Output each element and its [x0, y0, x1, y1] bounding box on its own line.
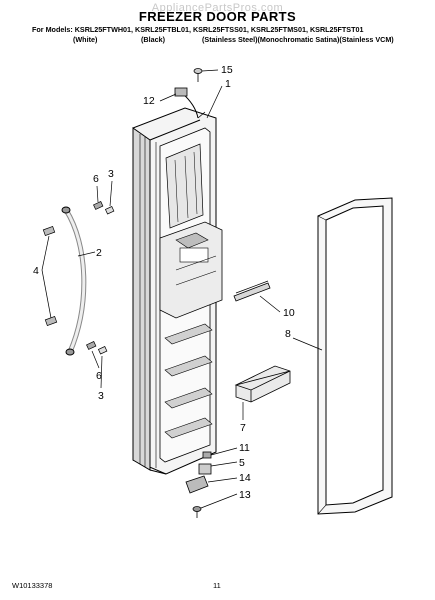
screws-lower: [86, 341, 108, 355]
callout-6-lower: 6: [96, 370, 102, 382]
page-title: FREEZER DOOR PARTS: [138, 9, 297, 24]
document-number: W10133378: [12, 581, 53, 590]
leader-lines: [41, 69, 323, 509]
model-list: For Models: KSRL25FTWH01, KSRL25FTBL01, …: [32, 25, 364, 34]
callout-14: 14: [239, 472, 251, 484]
callout-6-upper: 6: [93, 173, 99, 185]
door-panel: [132, 87, 223, 475]
callout-7: 7: [240, 422, 246, 434]
page-number: 11: [213, 581, 221, 590]
finish-stainless: (Stainless Steel)(Monochromatic Satina)(…: [202, 35, 394, 44]
callout-2: 2: [96, 247, 102, 259]
callout-3-lower: 3: [98, 390, 104, 402]
callout-15: 15: [221, 64, 233, 76]
handle-end-caps: [42, 226, 58, 326]
screw-15: [193, 68, 203, 82]
screws-upper: [93, 201, 115, 215]
finish-black: (Black): [141, 35, 165, 44]
watermark-text: AppliancePartsPros.com: [151, 2, 284, 14]
callout-1: 1: [225, 78, 231, 90]
callout-11: 11: [239, 442, 250, 454]
callout-4: 4: [33, 265, 39, 277]
callout-10: 10: [283, 307, 295, 319]
door-gasket: [317, 197, 393, 515]
callout-8: 8: [285, 328, 291, 340]
dispenser-trim: [233, 280, 271, 302]
callout-3-upper: 3: [108, 168, 114, 180]
finish-white: (White): [73, 35, 98, 44]
hinge-assembly: [185, 451, 212, 518]
door-bin: [234, 365, 291, 403]
callout-5: 5: [239, 457, 245, 469]
door-handle: [61, 206, 87, 356]
callout-numbers: 15 1 12 6 3 2 4 10 8 6 3 7 11 5 14 13: [33, 64, 295, 501]
callout-12: 12: [143, 95, 155, 107]
callout-13: 13: [239, 489, 251, 501]
